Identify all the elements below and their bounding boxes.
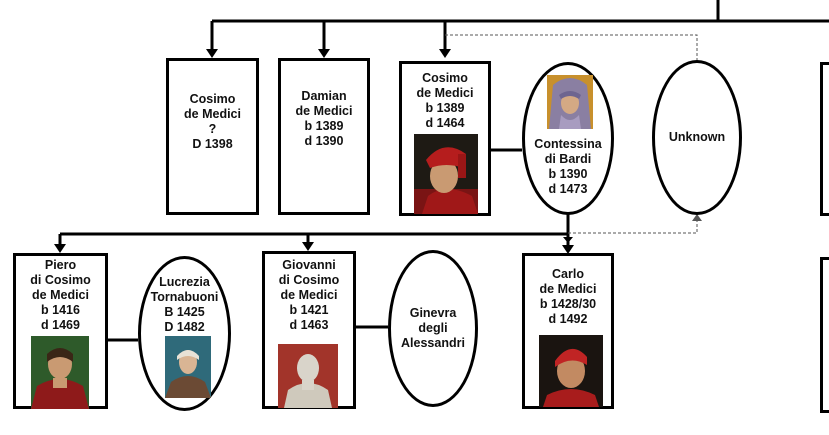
name-line: degli	[418, 321, 448, 335]
person-ellipse-unknown[interactable]: Unknown	[652, 60, 742, 215]
name-line: di Cosimo	[278, 273, 340, 287]
name-line: Alessandri	[401, 336, 465, 350]
death-year: D 1398	[192, 137, 233, 151]
birth-year: b 1389	[425, 101, 465, 115]
portrait-cosimo-1464	[414, 134, 478, 214]
birth-year: B 1425	[164, 305, 205, 319]
birth-year: b 1421	[289, 303, 329, 317]
death-year: D 1482	[164, 320, 205, 334]
birth-year: b 1428/30	[539, 297, 597, 311]
death-year: d 1390	[304, 134, 344, 148]
arrowhead-damian	[318, 49, 330, 58]
arrowhead-contessina-up	[563, 237, 573, 243]
person-box-carlo[interactable]: Carlo de Medici b 1428/30 d 1492	[522, 253, 614, 409]
name-line: di Bardi	[544, 152, 592, 166]
name-line: de Medici	[280, 288, 338, 302]
name-line: Piero	[44, 258, 77, 272]
name-line: Damian	[301, 89, 347, 103]
birth-year: b 1390	[548, 167, 588, 181]
death-year: d 1469	[41, 318, 80, 332]
birth-year: b 1389	[304, 119, 344, 133]
name-line: Lucrezia	[159, 275, 210, 289]
name-line: de Medici	[416, 86, 474, 100]
arrowhead-carlo	[562, 245, 574, 254]
person-box-giovanni[interactable]: Giovanni di Cosimo de Medici b 1421 d 14…	[262, 251, 356, 409]
person-box-cosimo-1464[interactable]: Cosimo de Medici b 1389 d 1464	[399, 61, 491, 216]
person-ellipse-contessina[interactable]: Contessina di Bardi b 1390 d 1473	[522, 62, 614, 215]
name-line: di Cosimo	[30, 273, 91, 287]
person-ellipse-ginevra[interactable]: Ginevra degli Alessandri	[388, 250, 478, 407]
dashed-line-unknown-bottom	[568, 214, 698, 234]
name-line: Unknown	[668, 130, 726, 144]
name-line: Cosimo	[422, 71, 468, 85]
portrait-piero	[31, 336, 89, 409]
person-ellipse-lucrezia[interactable]: Lucrezia Tornabuoni B 1425 D 1482	[138, 256, 231, 411]
name-line: de Medici	[295, 104, 353, 118]
portrait-giovanni	[278, 344, 338, 408]
death-year: d 1492	[548, 312, 588, 326]
person-box-piero[interactable]: Piero di Cosimo de Medici b 1416 d 1469	[13, 253, 108, 409]
name-line: Tornabuoni	[150, 290, 219, 304]
birth-year: b 1416	[41, 303, 80, 317]
portrait-carlo	[539, 335, 603, 407]
portrait-contessina	[547, 75, 593, 129]
dashed-line-unknown-top	[445, 34, 698, 60]
death-year: d 1473	[548, 182, 588, 196]
death-year: d 1464	[425, 116, 465, 130]
name-line: Cosimo	[189, 92, 236, 106]
name-line: de Medici	[539, 282, 597, 296]
unknown-birth: ?	[208, 122, 217, 136]
name-line: de Medici	[32, 288, 89, 302]
arrowhead-giovanni	[302, 242, 314, 251]
partial-box-right-top	[820, 62, 829, 216]
person-box-damian[interactable]: Damian de Medici b 1389 d 1390	[278, 58, 370, 215]
partial-box-right-bottom	[820, 257, 829, 413]
arrowhead-piero	[54, 244, 66, 253]
arrowhead-cosimo-1398	[206, 49, 218, 58]
arrowhead-cosimo-1464	[439, 49, 451, 58]
name-line: Ginevra	[409, 306, 457, 320]
name-line: de Medici	[184, 107, 241, 121]
death-year: d 1463	[289, 318, 329, 332]
dashed-arrowhead-unknown	[692, 214, 702, 221]
name-line: Giovanni	[282, 258, 336, 272]
person-box-cosimo-1398[interactable]: Cosimo de Medici ? D 1398	[166, 58, 259, 215]
portrait-lucrezia	[165, 336, 211, 398]
name-line: Carlo	[552, 267, 584, 281]
name-line: Contessina	[534, 137, 602, 151]
